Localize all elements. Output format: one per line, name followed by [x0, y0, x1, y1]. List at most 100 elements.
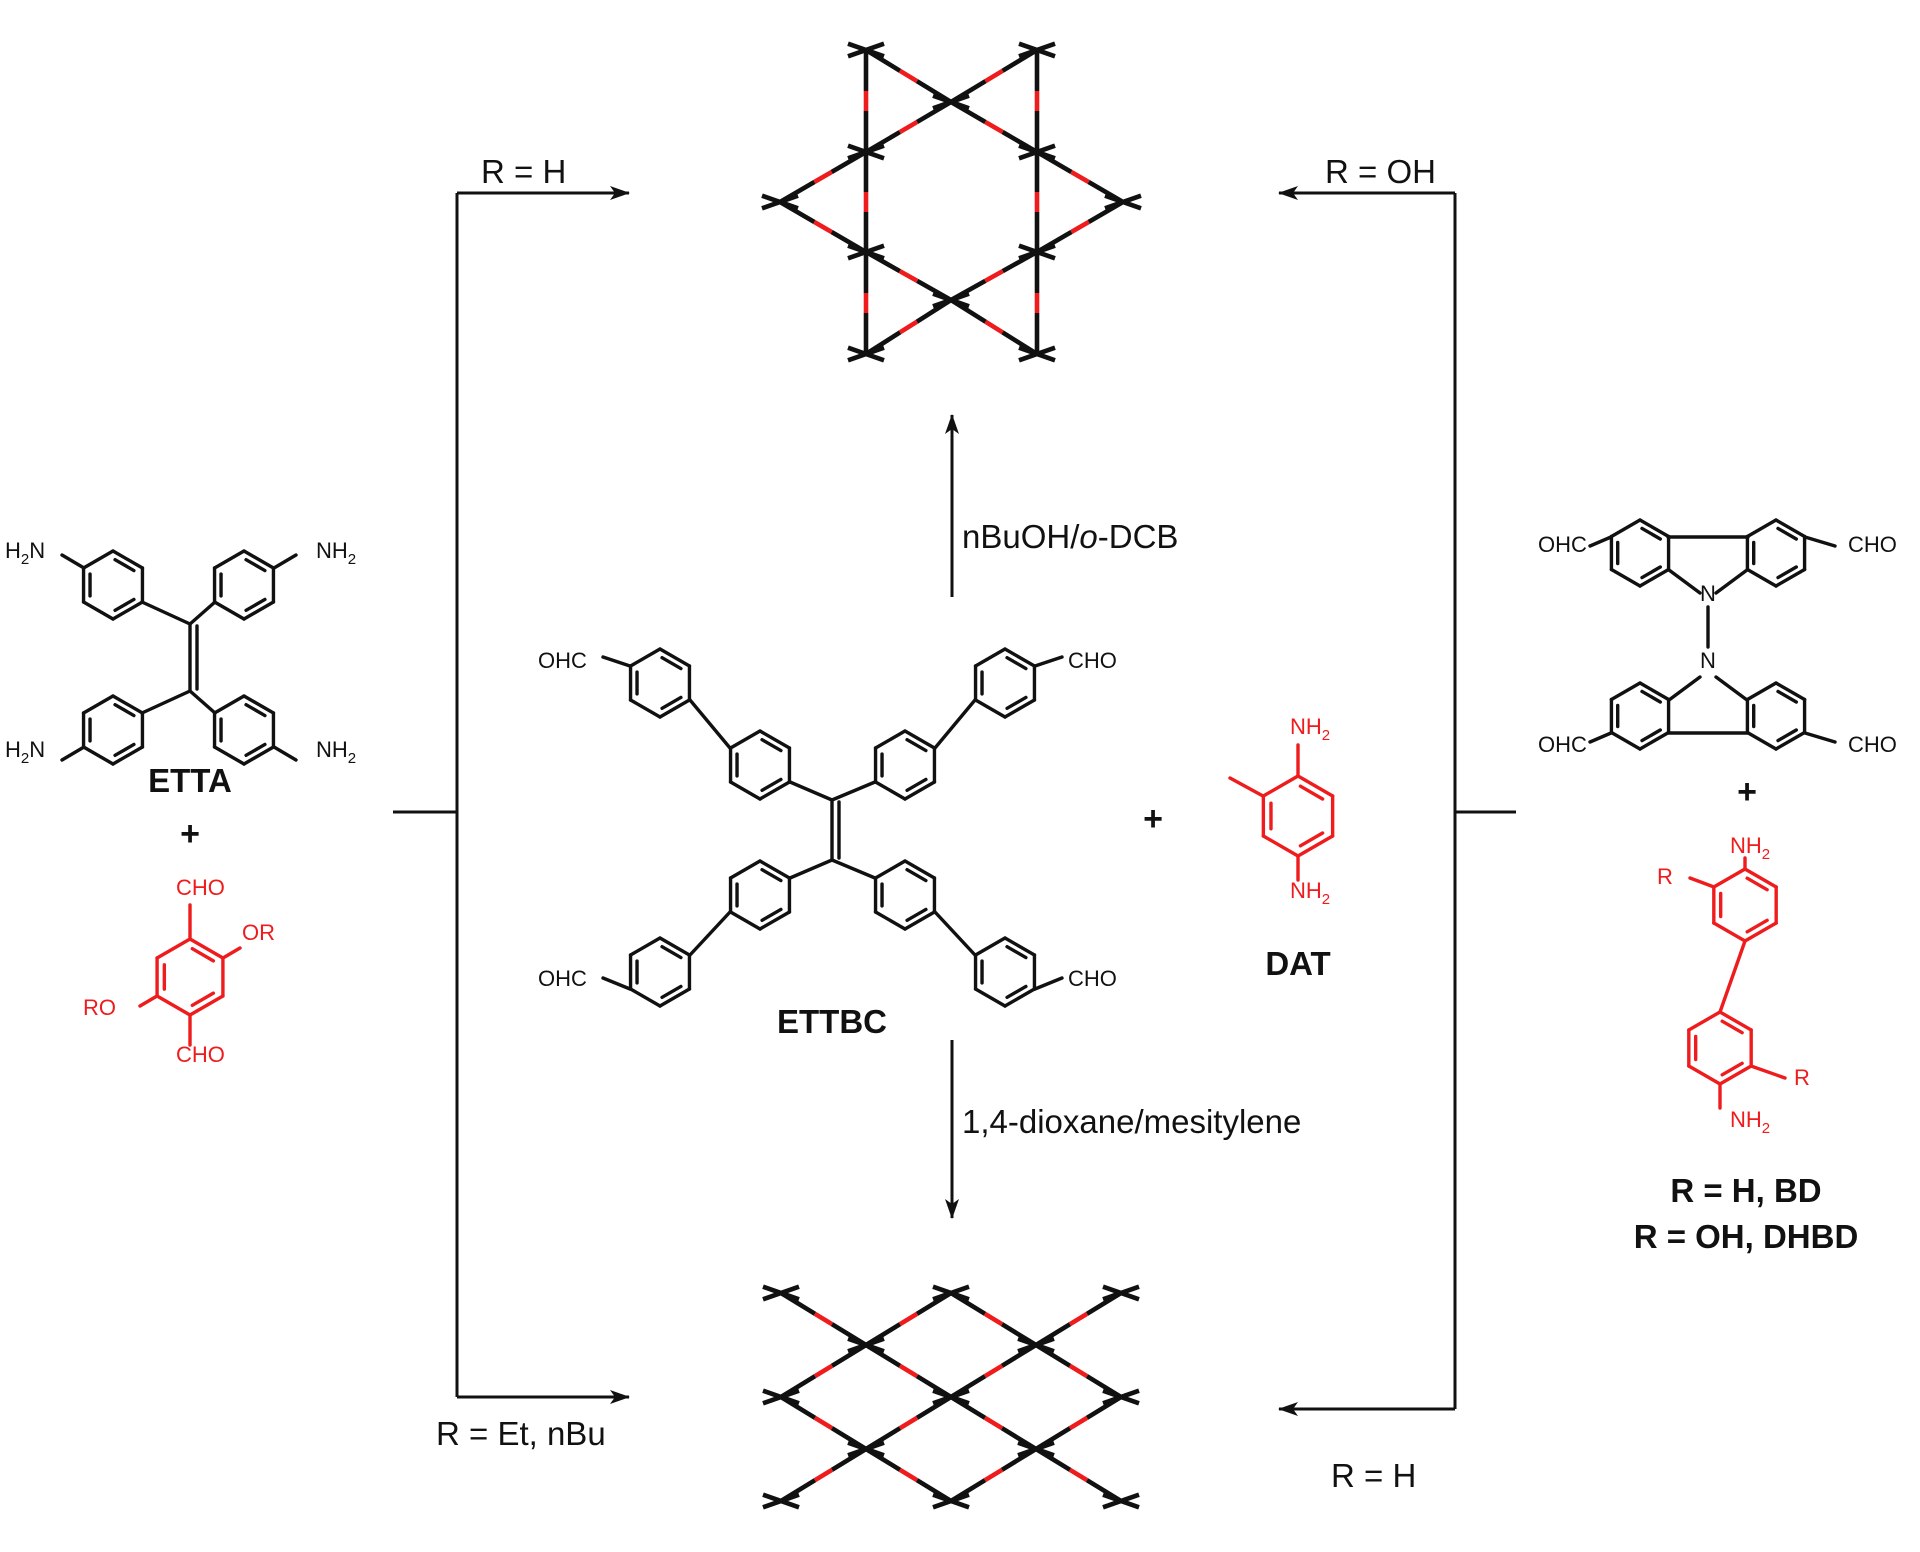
bond	[1640, 526, 1662, 541]
nh2-label: NH2	[316, 737, 356, 767]
r-label: R	[1794, 1065, 1810, 1090]
bond	[1803, 535, 1837, 548]
bond	[760, 907, 783, 923]
bond	[760, 777, 783, 793]
bond	[244, 742, 267, 758]
imine-linker	[813, 1467, 834, 1483]
bond	[1003, 698, 1037, 719]
cof-node	[761, 193, 799, 211]
bond	[81, 694, 115, 715]
condition-bottom-right: R = H	[1331, 1457, 1416, 1494]
bond	[1667, 568, 1702, 595]
bond	[1588, 535, 1613, 548]
dat-molecule: NH2 NH2	[1228, 714, 1335, 908]
bond	[660, 984, 683, 1000]
imine-linker	[813, 1311, 834, 1327]
bond	[221, 946, 242, 960]
nh2-label: H2N	[5, 737, 45, 767]
bond	[1638, 518, 1671, 539]
bond	[1714, 568, 1749, 595]
imine-linker	[898, 269, 919, 283]
bond	[60, 553, 86, 570]
or-label: OR	[242, 920, 275, 945]
bond	[1749, 1064, 1787, 1080]
bond	[113, 597, 136, 613]
bicarbazole-molecule: OHC CHO OHC CHO N N	[1538, 518, 1897, 757]
bond	[973, 698, 1007, 719]
benzidine-molecule: NH2 NH2 R R	[1657, 833, 1810, 1137]
bond	[873, 780, 907, 801]
benzene-ring	[1609, 681, 1671, 751]
bond	[905, 867, 928, 883]
imine-linker	[983, 1311, 1004, 1327]
imine-linker	[1068, 1363, 1089, 1379]
bond	[1688, 876, 1716, 889]
imine-linker	[898, 119, 919, 135]
bond	[660, 695, 683, 711]
cof-node	[762, 1388, 800, 1406]
left-bracket	[393, 186, 630, 1404]
imine-linker	[1068, 1415, 1089, 1431]
bond	[60, 745, 86, 762]
bond	[242, 600, 276, 621]
benzene-ring	[873, 859, 937, 931]
benzene-ring	[628, 936, 692, 1008]
bond	[601, 976, 632, 991]
bond	[1745, 681, 1778, 702]
benzene-ring	[1745, 518, 1807, 588]
bond	[830, 858, 877, 880]
bond	[973, 936, 1007, 957]
bond	[1003, 936, 1037, 957]
bond	[1033, 976, 1064, 991]
bond	[628, 698, 662, 719]
cof-node	[932, 1284, 970, 1302]
imine-linker	[984, 319, 1004, 335]
benzene-ring	[728, 729, 792, 801]
ettbc-label: ETTBC	[777, 1003, 887, 1040]
imine-linker	[984, 119, 1004, 135]
imine-linker	[983, 1363, 1004, 1379]
bond	[728, 910, 762, 931]
bond	[1261, 774, 1300, 798]
bond	[873, 910, 907, 931]
bond	[1005, 655, 1028, 671]
n-label: N	[1700, 648, 1716, 673]
bond	[903, 780, 937, 801]
ohc-label: OHC	[538, 648, 587, 673]
bond	[903, 859, 937, 880]
bond	[138, 994, 159, 1008]
dat-label: DAT	[1265, 945, 1330, 982]
condition-top-right: R = OH	[1325, 153, 1436, 190]
ettbc-molecule: OHC CHO OHC CHO	[538, 647, 1117, 1008]
benzene-ring	[873, 729, 937, 801]
cho-label: CHO	[176, 875, 225, 900]
bond	[111, 694, 145, 715]
cho-label: CHO	[176, 1042, 225, 1067]
imine-linker	[983, 1415, 1004, 1431]
bond	[1714, 675, 1749, 702]
imine-linker	[898, 1363, 919, 1379]
bond	[1743, 867, 1778, 889]
imine-linker	[813, 1415, 834, 1431]
bond	[1005, 944, 1028, 960]
cof-node	[1017, 1440, 1055, 1458]
cof-node	[1104, 193, 1142, 211]
nh2-label: NH2	[1290, 878, 1330, 908]
bond	[1712, 867, 1747, 889]
benzene-ring	[1712, 867, 1778, 943]
bond	[905, 907, 928, 923]
nh2-label: NH2	[1730, 833, 1770, 863]
bond	[111, 549, 145, 570]
cho-label: CHO	[1068, 966, 1117, 991]
bond	[1003, 987, 1037, 1008]
bond	[111, 745, 145, 766]
nh2-label: NH2	[316, 538, 356, 568]
bond	[212, 600, 246, 621]
bond	[905, 777, 928, 793]
benzene-ring	[1609, 518, 1671, 588]
cof-node	[847, 41, 885, 59]
bond	[81, 600, 115, 621]
plus-sign: +	[1143, 800, 1163, 838]
ro-label: RO	[83, 995, 116, 1020]
